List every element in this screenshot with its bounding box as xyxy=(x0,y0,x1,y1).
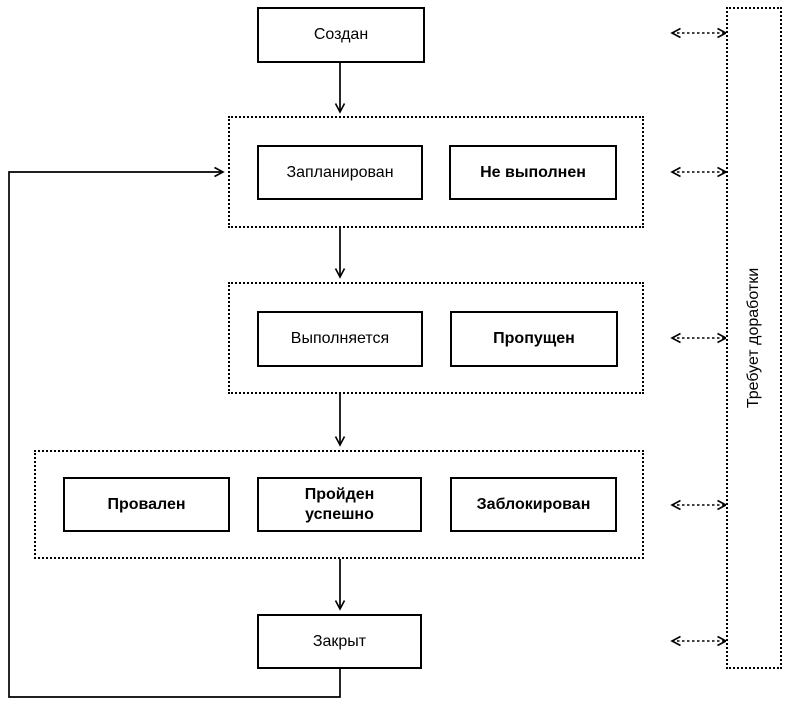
node-not-executed: Не выполнен xyxy=(449,145,617,200)
group-executing-states xyxy=(228,282,644,394)
node-executing-label: Выполняется xyxy=(290,330,390,347)
node-created: Создан xyxy=(257,7,425,63)
node-skipped-label: Пропущен xyxy=(493,330,575,347)
node-planned-label: Запланирован xyxy=(286,163,394,181)
node-skipped: Пропущен xyxy=(450,311,618,367)
node-failed-label: Провален xyxy=(107,495,186,513)
node-executing: Выполняется xyxy=(257,311,423,367)
node-blocked: Заблокирован xyxy=(450,477,617,532)
node-closed: Закрыт xyxy=(257,614,422,669)
node-passed: Пройден успешно xyxy=(257,477,422,532)
panel-rework: Требует доработки xyxy=(726,7,782,669)
node-blocked-label: Заблокирован xyxy=(476,495,591,513)
group-planned-states xyxy=(228,116,644,228)
node-failed: Провален xyxy=(63,477,230,532)
node-not-executed-label: Не выполнен xyxy=(480,163,586,181)
node-planned: Запланирован xyxy=(257,145,423,200)
arrow-loop-closed-to-planned xyxy=(8,166,341,698)
node-closed-label: Закрыт xyxy=(312,632,367,650)
group-result-states xyxy=(34,450,644,559)
node-created-label: Создан xyxy=(313,26,369,43)
panel-rework-label: Требует доработки xyxy=(745,267,762,409)
node-passed-label: Пройден успешно xyxy=(304,485,375,523)
